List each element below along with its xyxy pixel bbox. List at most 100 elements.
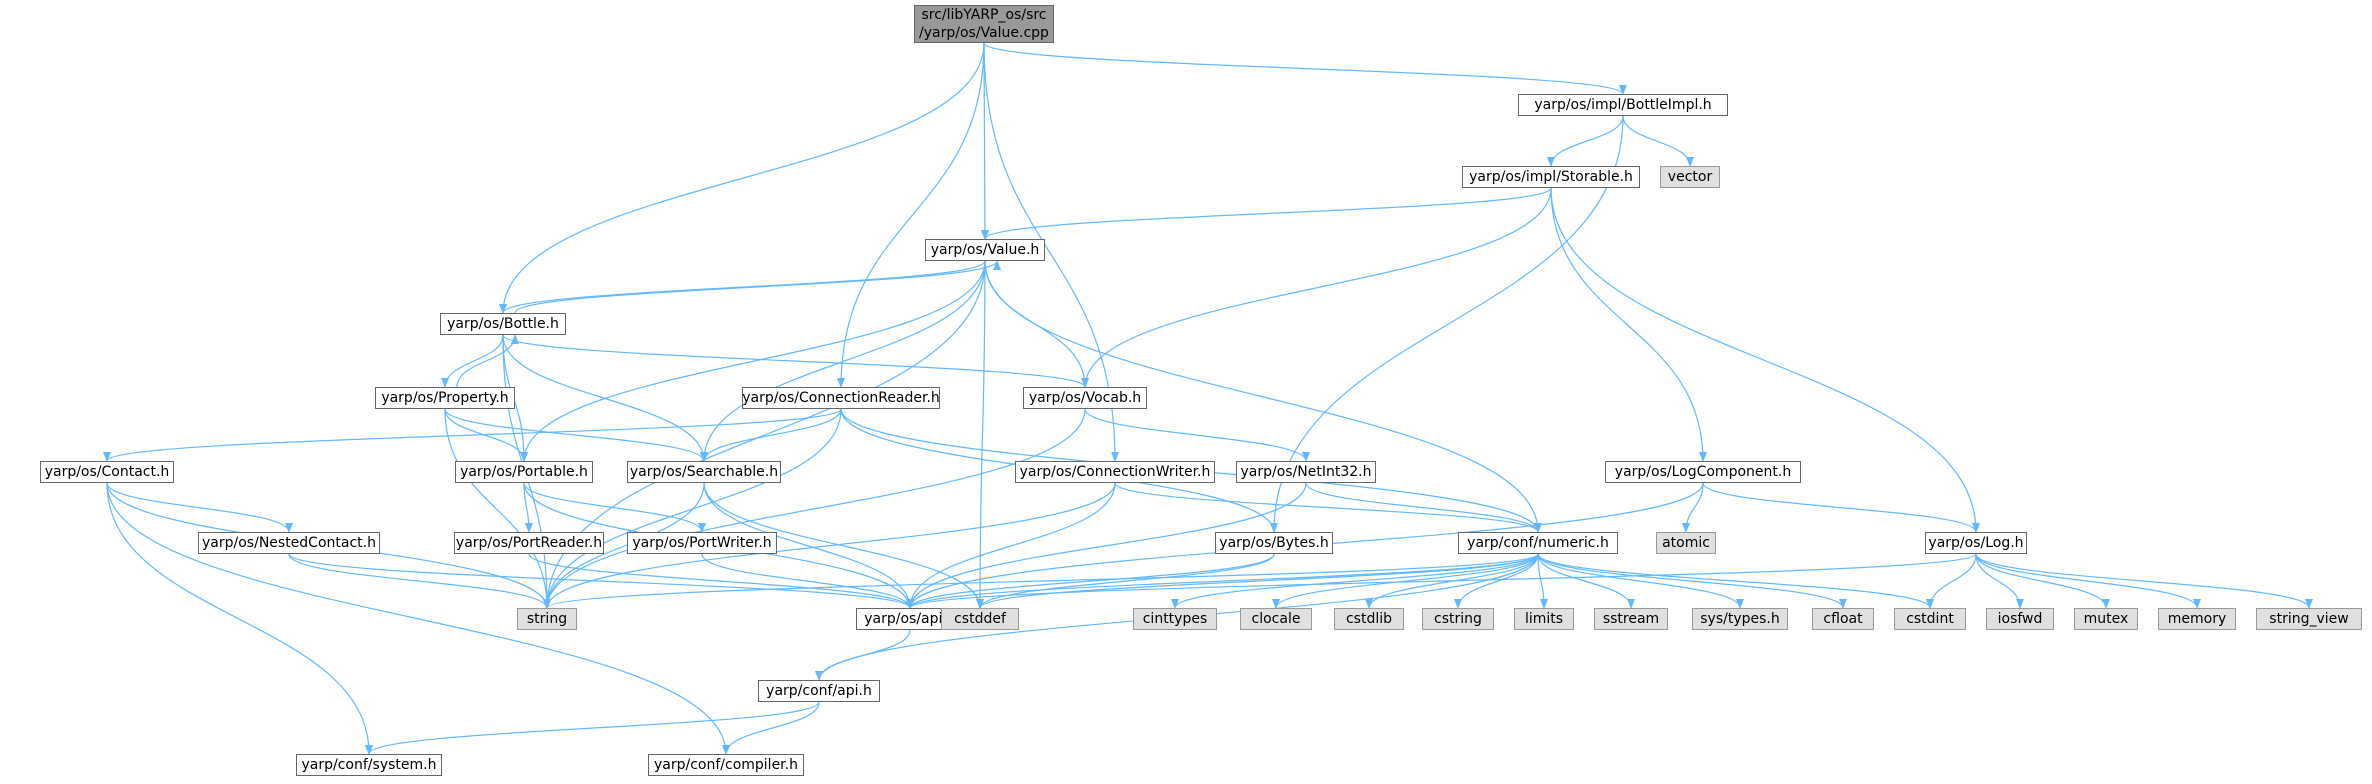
node-nestedcontact[interactable]: yarp/os/NestedContact.h (198, 532, 380, 554)
node-bottle[interactable]: yarp/os/Bottle.h (440, 313, 566, 335)
node-vector-label: vector (1667, 168, 1713, 185)
node-portwriter-label: yarp/os/PortWriter.h (632, 534, 772, 551)
edge-log-to-string-view (1975, 553, 2313, 609)
node-cstring-label: cstring (1434, 610, 1482, 627)
edge-value-h-to-searchable (700, 260, 986, 462)
node-clocale-label: clocale (1251, 610, 1301, 627)
node-log[interactable]: yarp/os/Log.h (1925, 532, 2027, 554)
edge-numeric-to-clocale (1272, 553, 1539, 609)
node-portable[interactable]: yarp/os/Portable.h (455, 461, 593, 483)
node-vocab[interactable]: yarp/os/Vocab.h (1023, 387, 1147, 409)
edge-netint32-to-numeric (1305, 482, 1542, 533)
edge-numeric-to-string (543, 553, 1539, 609)
edge-nestedcontact-to-os-api (288, 553, 914, 609)
node-connwriter[interactable]: yarp/os/ConnectionWriter.h (1015, 461, 1215, 483)
node-searchable[interactable]: yarp/os/Searchable.h (627, 461, 781, 483)
node-iosfwd: iosfwd (1986, 608, 2054, 630)
edge-bottleimpl-to-storable (1547, 115, 1624, 167)
node-searchable-label: yarp/os/Searchable.h (629, 463, 779, 480)
edges-layer (103, 42, 2313, 755)
node-vocab-label: yarp/os/Vocab.h (1028, 389, 1142, 406)
edge-numeric-to-cinttypes (1171, 553, 1539, 609)
node-connreader-label: yarp/os/ConnectionReader.h (742, 389, 940, 406)
node-string: string (517, 608, 577, 630)
node-netint32[interactable]: yarp/os/NetInt32.h (1236, 461, 1376, 483)
edge-numeric-to-systypes (1537, 553, 1744, 609)
edge-value-h-to-portable (520, 260, 986, 462)
edge-storable-to-vocab (1081, 187, 1552, 388)
node-bottleimpl[interactable]: yarp/os/impl/BottleImpl.h (1518, 94, 1728, 116)
node-property-label: yarp/os/Property.h (381, 389, 509, 406)
edge-storable-to-logcomponent (1550, 187, 1707, 462)
node-root-line1: src/libYARP_os/src (921, 7, 1047, 23)
node-os-api-label: yarp/os/api.h (864, 610, 956, 627)
node-system[interactable]: yarp/conf/system.h (296, 754, 442, 776)
node-limits-label: limits (1524, 610, 1564, 627)
edge-root-to-value-h (980, 42, 989, 240)
node-cfloat-label: cfloat (1823, 610, 1863, 627)
node-value-h-label: yarp/os/Value.h (930, 241, 1040, 258)
node-contact[interactable]: yarp/os/Contact.h (40, 461, 174, 483)
edge-property-to-bottle (456, 334, 519, 388)
edge-value-h-to-numeric (984, 260, 1542, 533)
edge-root-to-connreader (837, 42, 985, 388)
node-memory-label: memory (2167, 610, 2227, 627)
edge-contact-to-nestedcontact (106, 482, 293, 533)
edge-contact-to-compiler (106, 482, 730, 755)
node-portreader[interactable]: yarp/os/PortReader.h (454, 532, 604, 554)
node-connwriter-label: yarp/os/ConnectionWriter.h (1019, 463, 1211, 480)
node-compiler-label: yarp/conf/compiler.h (654, 756, 798, 773)
node-portable-label: yarp/os/Portable.h (460, 463, 588, 480)
node-storable-label: yarp/os/impl/Storable.h (1469, 168, 1633, 185)
edge-bottleimpl-to-vector (1622, 115, 1694, 167)
node-bytes[interactable]: yarp/os/Bytes.h (1215, 532, 1333, 554)
node-storable[interactable]: yarp/os/impl/Storable.h (1462, 166, 1640, 188)
edge-value-h-to-cstddef (976, 260, 986, 609)
node-portreader-label: yarp/os/PortReader.h (455, 534, 603, 551)
node-contact-label: yarp/os/Contact.h (44, 463, 170, 480)
node-compiler[interactable]: yarp/conf/compiler.h (648, 754, 804, 776)
node-property[interactable]: yarp/os/Property.h (375, 387, 515, 409)
node-memory: memory (2158, 608, 2236, 630)
node-logcomponent[interactable]: yarp/os/LogComponent.h (1605, 461, 1801, 483)
edge-conf-api-to-compiler (722, 701, 820, 755)
node-atomic-label: atomic (1662, 534, 1710, 551)
edge-portable-to-portreader (523, 482, 533, 533)
edge-connwriter-to-os-api (906, 482, 1116, 609)
edge-portreader-to-os-api (528, 553, 914, 609)
node-mutex-label: mutex (2083, 610, 2129, 627)
edge-vocab-to-string (543, 408, 1086, 609)
node-sstream-label: sstream (1602, 610, 1660, 627)
node-numeric[interactable]: yarp/conf/numeric.h (1458, 532, 1618, 554)
node-netint32-label: yarp/os/NetInt32.h (1240, 463, 1372, 480)
node-cstdlib-label: cstdlib (1345, 610, 1393, 627)
node-portwriter[interactable]: yarp/os/PortWriter.h (627, 532, 777, 554)
edge-searchable-to-cstddef (703, 482, 984, 609)
edge-log-to-os-api (906, 553, 1977, 609)
edge-bytes-to-os-api (906, 553, 1275, 609)
node-nestedcontact-label: yarp/os/NestedContact.h (202, 534, 376, 551)
node-cstdint: cstdint (1894, 608, 1966, 630)
node-root: src/libYARP_os/src/yarp/os/Value.cpp (914, 5, 1054, 43)
node-conf-api[interactable]: yarp/conf/api.h (758, 680, 880, 702)
node-sstream: sstream (1594, 608, 1668, 630)
node-cstddef: cstddef (941, 608, 1019, 630)
edge-bottleimpl-to-bytes (1270, 115, 1624, 533)
node-root-line2: /yarp/os/Value.cpp (919, 25, 1049, 41)
edge-log-to-cstdint (1926, 553, 1977, 609)
edge-nestedcontact-to-string (288, 553, 551, 609)
edge-numeric-to-cfloat (1537, 553, 1847, 609)
node-mutex: mutex (2074, 608, 2138, 630)
edge-numeric-to-cstdint (1537, 553, 1934, 609)
node-value-h[interactable]: yarp/os/Value.h (925, 239, 1045, 261)
node-string-label: string (526, 610, 568, 627)
edge-bytes-to-cstddef (976, 553, 1275, 609)
edge-value-h-to-string (543, 260, 986, 609)
node-connreader[interactable]: yarp/os/ConnectionReader.h (742, 387, 940, 409)
edge-netint32-to-os-api (906, 482, 1307, 609)
edge-property-to-searchable (444, 408, 708, 462)
node-string-view: string_view (2256, 608, 2362, 630)
edge-conf-api-to-system (365, 701, 820, 755)
edge-storable-to-value-h (981, 187, 1552, 240)
edge-root-to-bottle (499, 42, 985, 314)
